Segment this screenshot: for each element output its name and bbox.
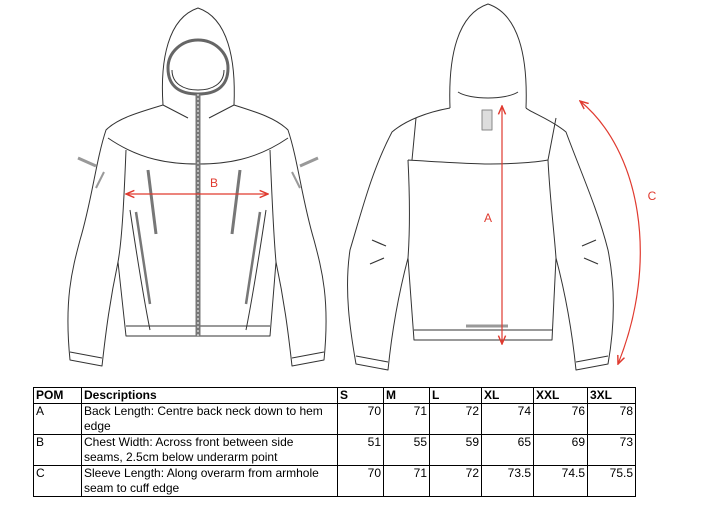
table-header-row: POM Descriptions S M L XL XXL 3XL: [33, 387, 636, 404]
value-cell: 70: [337, 403, 384, 435]
value-cell: 51: [337, 434, 384, 466]
col-header-3xl: 3XL: [587, 387, 636, 404]
size-spec-table: POM Descriptions S M L XL XXL 3XL A Back…: [33, 387, 636, 497]
table-row: C Sleeve Length: Along overarm from armh…: [33, 465, 636, 497]
value-cell: 78: [587, 403, 636, 435]
value-cell: 74: [481, 403, 534, 435]
measure-label-c: C: [648, 189, 657, 203]
description-cell: Back Length: Centre back neck down to he…: [81, 403, 338, 435]
table-row: A Back Length: Centre back neck down to …: [33, 403, 636, 435]
value-cell: 72: [429, 465, 482, 497]
value-cell: 70: [337, 465, 384, 497]
value-cell: 71: [383, 403, 430, 435]
jacket-technical-drawing: B A C: [67, 3, 657, 371]
value-cell: 71: [383, 465, 430, 497]
hood-opening: [166, 38, 230, 96]
value-cell: 72: [429, 403, 482, 435]
pom-cell: A: [33, 403, 82, 435]
col-header-m: M: [383, 387, 430, 404]
value-cell: 59: [429, 434, 482, 466]
col-header-xl: XL: [481, 387, 534, 404]
col-header-xxl: XXL: [533, 387, 588, 404]
pom-cell: B: [33, 434, 82, 466]
col-header-l: L: [429, 387, 482, 404]
measure-label-a: A: [484, 211, 492, 225]
value-cell: 74.5: [533, 465, 588, 497]
pom-cell: C: [33, 465, 82, 497]
col-header-s: S: [337, 387, 384, 404]
description-cell: Sleeve Length: Along overarm from armhol…: [81, 465, 338, 497]
value-cell: 73: [587, 434, 636, 466]
value-cell: 75.5: [587, 465, 636, 497]
value-cell: 69: [533, 434, 588, 466]
value-cell: 76: [533, 403, 588, 435]
col-header-descriptions: Descriptions: [81, 387, 338, 404]
value-cell: 55: [383, 434, 430, 466]
measure-line-c: [580, 101, 641, 364]
value-cell: 65: [481, 434, 534, 466]
table-row: B Chest Width: Across front between side…: [33, 434, 636, 466]
measure-label-b: B: [210, 176, 218, 190]
col-header-pom: POM: [33, 387, 82, 404]
jacket-back-icon: [347, 3, 614, 371]
value-cell: 73.5: [481, 465, 534, 497]
description-cell: Chest Width: Across front between side s…: [81, 434, 338, 466]
